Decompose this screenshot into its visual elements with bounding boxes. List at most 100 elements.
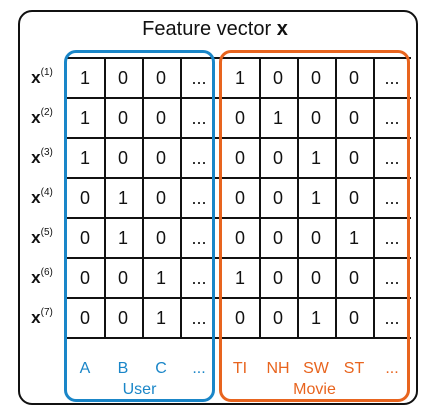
user-feature-cell: 1: [117, 188, 128, 208]
movie-group-label: Movie: [293, 381, 336, 398]
column-separator: [104, 57, 106, 339]
user-feature-cell: 1: [79, 148, 90, 168]
user-feature-cell: ...: [191, 268, 207, 288]
movie-column-label: ST: [343, 360, 365, 377]
user-feature-cell: ...: [191, 148, 207, 168]
movie-group-box: [219, 50, 410, 402]
movie-feature-cell: 0: [310, 68, 321, 88]
column-separator: [297, 57, 299, 339]
user-feature-cell: 1: [79, 68, 90, 88]
movie-feature-cell: 0: [310, 268, 321, 288]
user-feature-cell: 1: [155, 308, 166, 328]
movie-feature-cell: 1: [348, 228, 359, 248]
column-separator: [335, 57, 337, 339]
movie-feature-cell: 0: [310, 228, 321, 248]
user-feature-cell: 1: [79, 108, 90, 128]
movie-feature-cell: 0: [234, 308, 245, 328]
user-feature-cell: 0: [155, 108, 166, 128]
row-label-symbol: x: [31, 308, 41, 327]
movie-feature-cell: 1: [234, 268, 245, 288]
user-feature-cell: 1: [117, 228, 128, 248]
user-feature-cell: 0: [117, 308, 128, 328]
row-label-index: (4): [40, 187, 53, 198]
row-separator: [66, 257, 411, 259]
user-feature-cell: ...: [191, 228, 207, 248]
user-feature-cell: 0: [155, 68, 166, 88]
movie-feature-cell: ...: [384, 188, 400, 208]
row-label-index: (7): [40, 307, 53, 318]
row-label-symbol: x: [31, 148, 41, 167]
row-label-symbol: x: [31, 228, 41, 247]
row-label: x(3): [20, 138, 64, 178]
row-label: x(2): [20, 98, 64, 138]
movie-feature-cell: ...: [384, 68, 400, 88]
column-separator: [180, 57, 182, 339]
movie-feature-cell: 0: [272, 188, 283, 208]
movie-feature-cell: 0: [234, 148, 245, 168]
user-feature-cell: 0: [79, 308, 90, 328]
movie-feature-cell: 1: [310, 308, 321, 328]
row-label: x(6): [20, 258, 64, 298]
movie-feature-cell: 1: [310, 148, 321, 168]
row-label-index: (5): [40, 227, 53, 238]
movie-feature-cell: 1: [272, 108, 283, 128]
movie-feature-cell: 0: [272, 148, 283, 168]
user-feature-cell: 0: [117, 148, 128, 168]
user-column-label: C: [155, 360, 167, 377]
user-feature-cell: 0: [79, 188, 90, 208]
movie-feature-cell: 0: [272, 268, 283, 288]
column-separator: [142, 57, 144, 339]
movie-feature-cell: 0: [348, 268, 359, 288]
movie-feature-cell: 0: [348, 108, 359, 128]
user-feature-cell: ...: [191, 68, 207, 88]
movie-column-label: TI: [232, 360, 248, 377]
row-separator: [66, 57, 411, 59]
movie-feature-cell: 0: [234, 108, 245, 128]
user-column-label: A: [79, 360, 91, 377]
title-text: Feature vector: [142, 18, 272, 40]
movie-feature-cell: 0: [310, 108, 321, 128]
row-label: x(1): [20, 58, 64, 98]
column-separator: [373, 57, 375, 339]
user-group-box: [64, 50, 215, 402]
movie-feature-cell: 1: [310, 188, 321, 208]
user-feature-cell: 0: [117, 108, 128, 128]
user-feature-cell: 0: [155, 228, 166, 248]
movie-feature-cell: 0: [348, 308, 359, 328]
row-label: x(7): [20, 298, 64, 338]
movie-feature-cell: ...: [384, 308, 400, 328]
row-label-symbol: x: [31, 68, 41, 87]
row-label-symbol: x: [31, 108, 41, 127]
user-group-label: User: [122, 381, 157, 398]
movie-feature-cell: 0: [272, 228, 283, 248]
title-vector-symbol: x: [276, 18, 288, 40]
movie-column-label: SW: [303, 360, 329, 377]
movie-feature-cell: 0: [348, 148, 359, 168]
movie-feature-cell: 0: [234, 228, 245, 248]
user-feature-cell: 0: [155, 188, 166, 208]
row-separator: [66, 137, 411, 139]
row-separator: [66, 177, 411, 179]
diagram-title: Feature vector x: [0, 17, 430, 41]
row-separator: [66, 297, 411, 299]
row-separator: [66, 97, 411, 99]
row-label: x(5): [20, 218, 64, 258]
user-feature-cell: 0: [79, 228, 90, 248]
row-label-symbol: x: [31, 268, 41, 287]
movie-feature-cell: ...: [384, 148, 400, 168]
row-label: x(4): [20, 178, 64, 218]
movie-column-label: NH: [266, 360, 290, 377]
movie-feature-cell: 0: [348, 68, 359, 88]
movie-feature-cell: ...: [384, 268, 400, 288]
user-column-label: B: [117, 360, 129, 377]
row-separator: [66, 217, 411, 219]
user-feature-cell: ...: [191, 108, 207, 128]
user-feature-cell: 0: [155, 148, 166, 168]
user-feature-cell: 1: [155, 268, 166, 288]
user-feature-cell: 0: [79, 268, 90, 288]
user-feature-cell: ...: [191, 308, 207, 328]
movie-feature-cell: 0: [234, 188, 245, 208]
user-feature-cell: ...: [191, 188, 207, 208]
user-feature-cell: 0: [117, 68, 128, 88]
movie-feature-cell: 1: [234, 68, 245, 88]
